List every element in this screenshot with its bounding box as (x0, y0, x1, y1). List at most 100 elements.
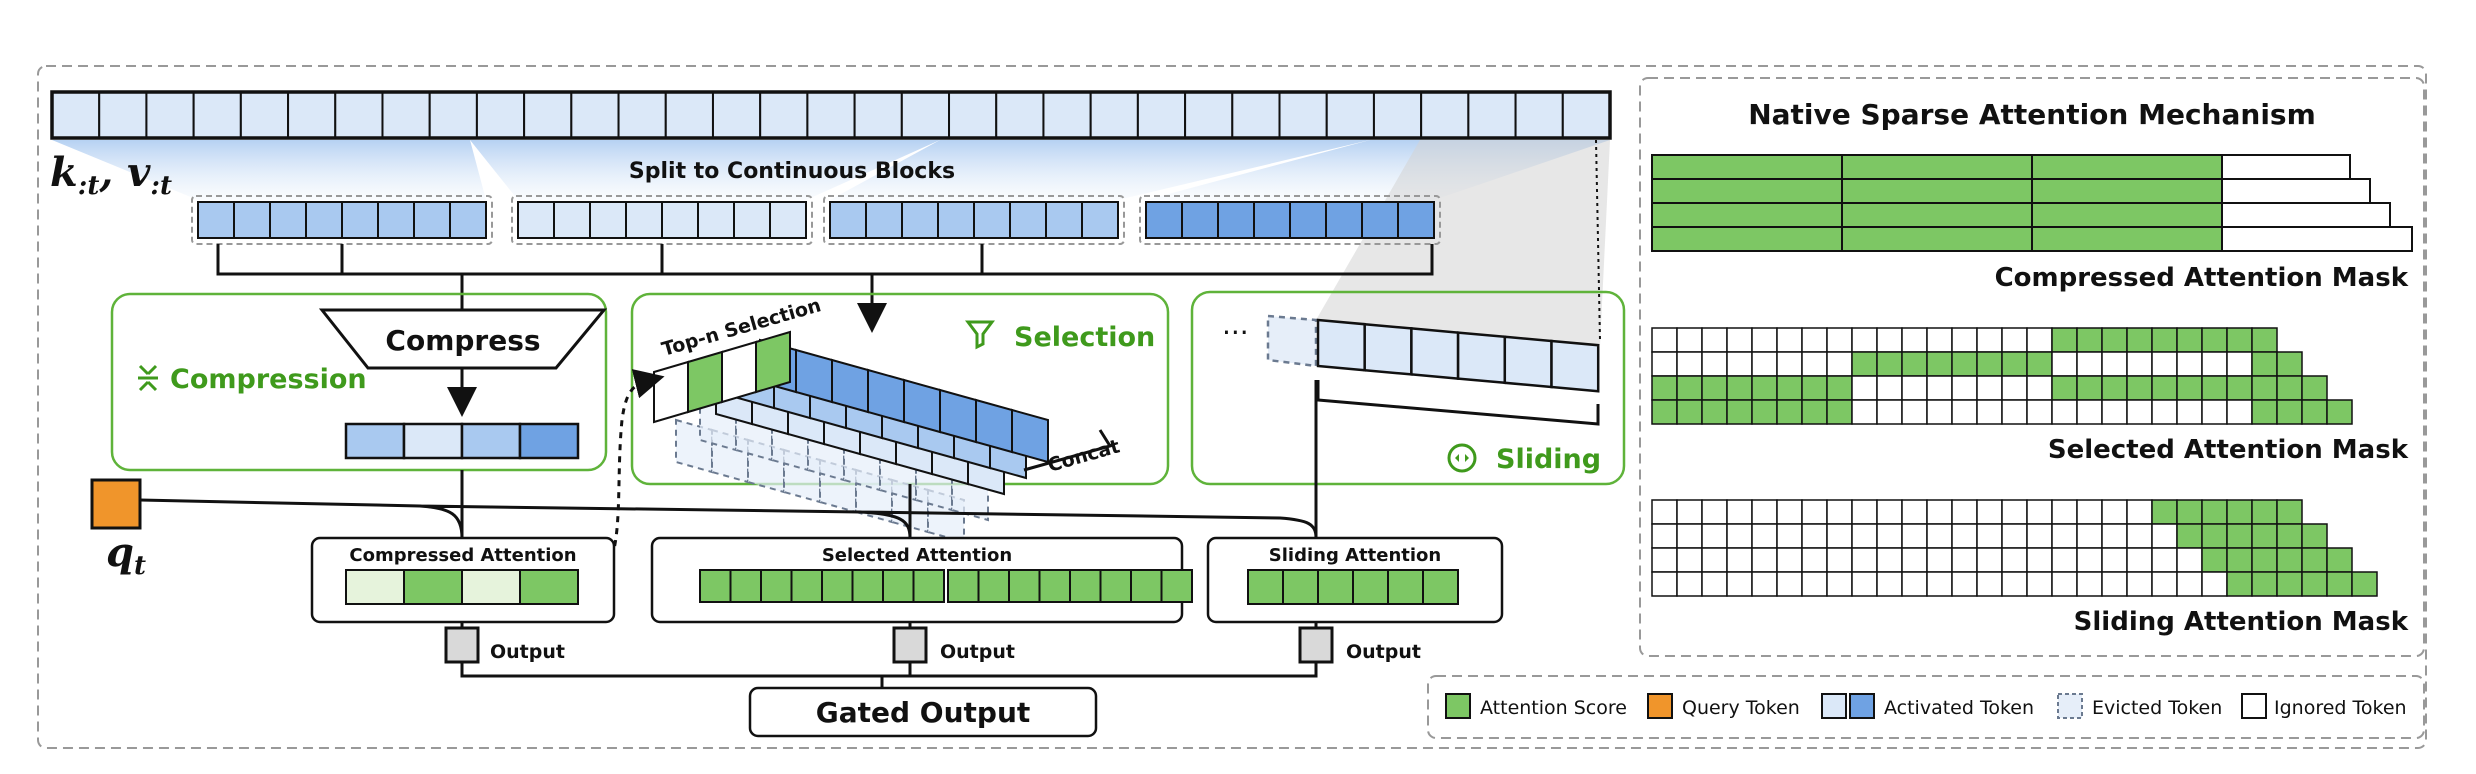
sliding-mask-cell (2101, 571, 2128, 597)
sliding-mask-cell (1826, 499, 1853, 525)
selected-attention-scores (699, 569, 1193, 603)
sliding-mask-cell (1851, 523, 1878, 549)
compressed-mask-block (2031, 154, 2223, 180)
selected-mask-cell (1751, 375, 1778, 401)
kv-token (1089, 91, 1139, 139)
compressed-score (461, 569, 521, 605)
sliding-mask-cell (1726, 571, 1753, 597)
selected-mask-cell (1751, 399, 1778, 425)
sliding-mask-cell (1726, 499, 1753, 525)
selected-mask-cell (1901, 327, 1928, 353)
sliding-mask-cell (2001, 523, 2028, 549)
block-token (1325, 201, 1363, 239)
output-label-3: Output (1346, 641, 1421, 663)
sliding-mask-cell (2026, 499, 2053, 525)
sliding-mask-cell (1676, 571, 1703, 597)
compressed-token (344, 422, 406, 460)
selected-mask-cell (1851, 327, 1878, 353)
sliding-mask-cell (2151, 523, 2178, 549)
block-token (305, 201, 343, 239)
selected-mask-cell (1826, 399, 1853, 425)
sliding-mask-cell (2226, 547, 2253, 573)
legend-ignored-swatch (2241, 693, 2267, 719)
legend-query-label: Query Token (1682, 697, 1800, 719)
sliding-mask-cell (1651, 547, 1678, 573)
selected-mask-cell (2026, 399, 2053, 425)
block-token (901, 201, 939, 239)
sliding-mask-cell (1801, 547, 1828, 573)
evicted-token (1266, 314, 1318, 368)
sliding-mask-cell (1701, 547, 1728, 573)
sliding-mask-cell (2176, 499, 2203, 525)
selected-score (1099, 569, 1132, 603)
sliding-score (1282, 569, 1319, 605)
sliding-panel (1190, 290, 1626, 486)
sliding-mask-cell (2151, 571, 2178, 597)
selected-mask-cell (1801, 327, 1828, 353)
sliding-mask-cell (2076, 547, 2103, 573)
selected-mask-cell (2101, 327, 2128, 353)
kv-token (51, 91, 101, 139)
selected-stack-token (795, 348, 833, 404)
sliding-mask-cell (2301, 523, 2328, 549)
sliding-mask-cell (2201, 523, 2228, 549)
selected-score (699, 569, 732, 603)
selection-icon (965, 320, 995, 350)
kv-token (192, 91, 242, 139)
kv-token (853, 91, 903, 139)
sliding-mask-cell (2051, 523, 2078, 549)
compressed-mask-block (2031, 178, 2223, 204)
selected-mask-cell (2251, 351, 2278, 377)
selected-mask-cell (1651, 327, 1678, 353)
sliding-mask-cell (1751, 499, 1778, 525)
sliding-mask-cell (1826, 547, 1853, 573)
sliding-label: Sliding (1496, 444, 1601, 475)
selected-score (790, 569, 823, 603)
kv-token (1184, 91, 1234, 139)
sliding-mask-cell (1926, 547, 1953, 573)
output-merge-lines (460, 662, 1318, 688)
kv-token (570, 91, 620, 139)
sliding-mask-cell (1926, 499, 1953, 525)
sliding-mask-cell (2001, 547, 2028, 573)
sliding-mask-cell (1776, 571, 1803, 597)
selected-attention-label: Selected Attention (822, 545, 1012, 566)
selected-mask-cell (1776, 375, 1803, 401)
sliding-mask-cell (1801, 571, 1828, 597)
selected-mask-cell (2176, 375, 2203, 401)
sliding-score (1352, 569, 1389, 605)
sliding-mask-cell (2251, 571, 2278, 597)
sliding-mask-cell (1926, 571, 1953, 597)
sliding-mask-cell (2076, 499, 2103, 525)
block-token (1045, 201, 1083, 239)
selected-mask-cell (1976, 399, 2003, 425)
legend-evicted-label: Evicted Token (2092, 697, 2222, 719)
query-label-sub: t (134, 551, 146, 581)
kv-label-sub-2: :t (150, 171, 172, 201)
sliding-mask-cell (1976, 571, 2003, 597)
token-blocks (191, 195, 1441, 245)
outer-frame (37, 65, 2427, 749)
compressed-mask-ignored (2221, 202, 2391, 228)
sliding-mask-cell (2101, 523, 2128, 549)
selected-stack-token (975, 398, 1013, 454)
selected-mask-cell (2301, 399, 2328, 425)
selected-mask-cell (2051, 375, 2078, 401)
sliding-mask-cell (1951, 547, 1978, 573)
block-token (197, 201, 235, 239)
selected-mask-cell (1976, 351, 2003, 377)
selected-mask-cell (1976, 327, 2003, 353)
legend-frame (1427, 675, 2425, 739)
kv-label-k: k (50, 149, 78, 196)
output-node-1 (444, 626, 480, 664)
sliding-mask-cell (1676, 547, 1703, 573)
gated-output-label: Gated Output (816, 696, 1031, 729)
selected-mask-cell (2051, 327, 2078, 353)
kv-token (759, 91, 809, 139)
score-to-selection-arrow (579, 369, 665, 592)
kv-label-sub-1: :t (78, 171, 100, 201)
selected-mask-cell (2001, 375, 2028, 401)
selected-mask-cell (1776, 351, 1803, 377)
kv-token (334, 91, 384, 139)
block-token (865, 201, 903, 239)
